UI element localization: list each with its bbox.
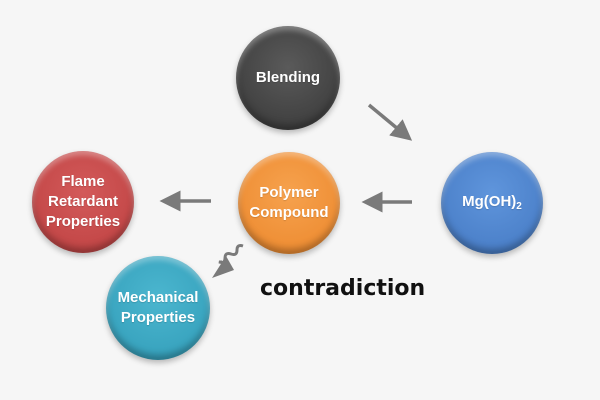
node-polymer-label: Polymer Compound	[249, 183, 328, 224]
node-mechanical-properties: Mechanical Properties	[106, 256, 210, 360]
node-mgoh-label: Mg(OH)2	[462, 192, 522, 214]
node-polymer-line2: Compound	[249, 204, 329, 221]
contradiction-annotation: contradiction	[260, 276, 426, 301]
node-mech-label: Mechanical Properties	[118, 288, 199, 329]
node-mech-line1: Mechanical	[117, 288, 199, 306]
node-mgoh-subscript: 2	[516, 201, 522, 213]
arrow-blending-to-mgoh	[367, 103, 413, 141]
node-flame-line1: Flame	[61, 172, 105, 190]
node-polymer-line1: Polymer	[259, 183, 319, 201]
node-blending-label: Blending	[255, 68, 321, 86]
node-blending: Blending	[236, 26, 340, 130]
node-mgoh-formula: Mg(OH)	[462, 193, 517, 211]
node-flame-line3: Properties	[45, 213, 121, 231]
node-flame-retardant: Flame Retardant Properties	[32, 151, 134, 253]
node-polymer-compound: Polymer Compound	[238, 152, 340, 254]
wavy-arrow-head	[212, 256, 234, 278]
node-flame-label: Flame Retardant Properties	[46, 172, 120, 233]
node-flame-line2: Retardant	[47, 192, 118, 210]
node-mech-line2: Properties	[120, 309, 196, 326]
wavy-arrow-polymer-to-mech	[218, 244, 244, 264]
node-mgoh: Mg(OH)2	[441, 152, 543, 254]
